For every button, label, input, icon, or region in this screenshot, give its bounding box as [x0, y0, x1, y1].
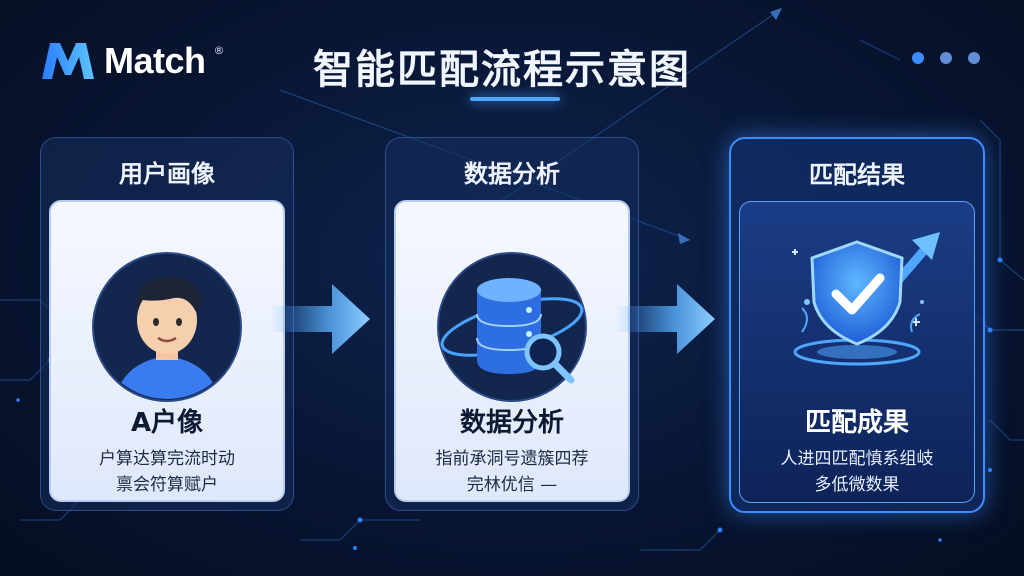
step-panel-match-result: 匹配结果 匹配成果 人进四匹配慎系组岐 多低微数果	[729, 137, 985, 513]
dot-indicator[interactable]	[968, 52, 980, 64]
panel-title: 数据分析	[464, 160, 560, 188]
pagination-dots	[912, 52, 980, 64]
page-title: 智能匹配流程示意图	[313, 47, 691, 93]
brand-logo[interactable]: Match ®	[40, 40, 225, 82]
database-search-icon	[437, 252, 587, 402]
panel-title: 用户画像	[119, 160, 215, 188]
step-panel-user-profile: 用户画像 A户像 户算达算完流时动 禀会符算赋户	[40, 137, 294, 511]
card-title: A户像	[130, 408, 204, 438]
card-description-line: 禀会符算赋户	[116, 475, 218, 495]
match-logo-icon	[42, 43, 94, 79]
dot-indicator[interactable]	[940, 52, 952, 64]
dot-indicator[interactable]	[912, 52, 924, 64]
title-underline	[470, 97, 560, 101]
logo-text: Match	[104, 40, 206, 81]
card-description-line: 人进四匹配慎系组岐	[780, 449, 934, 469]
step-card[interactable]: 数据分析 指前承洞号遗簇四荐 完林优信 —	[394, 200, 630, 502]
flow-arrow-icon	[615, 284, 715, 354]
user-avatar-icon	[92, 252, 242, 402]
card-description-line: 多低微数果	[814, 475, 900, 495]
registered-mark: ®	[213, 44, 225, 57]
shield-check-icon	[792, 232, 940, 366]
card-description-line: 户算达算完流时动	[99, 449, 235, 469]
flow-arrow-icon	[270, 284, 370, 354]
card-title: 匹配成果	[804, 408, 909, 438]
step-card[interactable]: 匹配成果 人进四匹配慎系组岐 多低微数果	[739, 201, 975, 503]
step-card[interactable]: A户像 户算达算完流时动 禀会符算赋户	[49, 200, 285, 502]
card-title: 数据分析	[459, 408, 564, 438]
panel-title: 匹配结果	[809, 161, 905, 189]
step-panel-data-analysis: 数据分析 数据分析 指前承洞号遗簇四荐 完林优信 —	[385, 137, 639, 511]
card-description-line: 完林优信 —	[466, 475, 558, 495]
card-description-line: 指前承洞号遗簇四荐	[435, 449, 589, 469]
